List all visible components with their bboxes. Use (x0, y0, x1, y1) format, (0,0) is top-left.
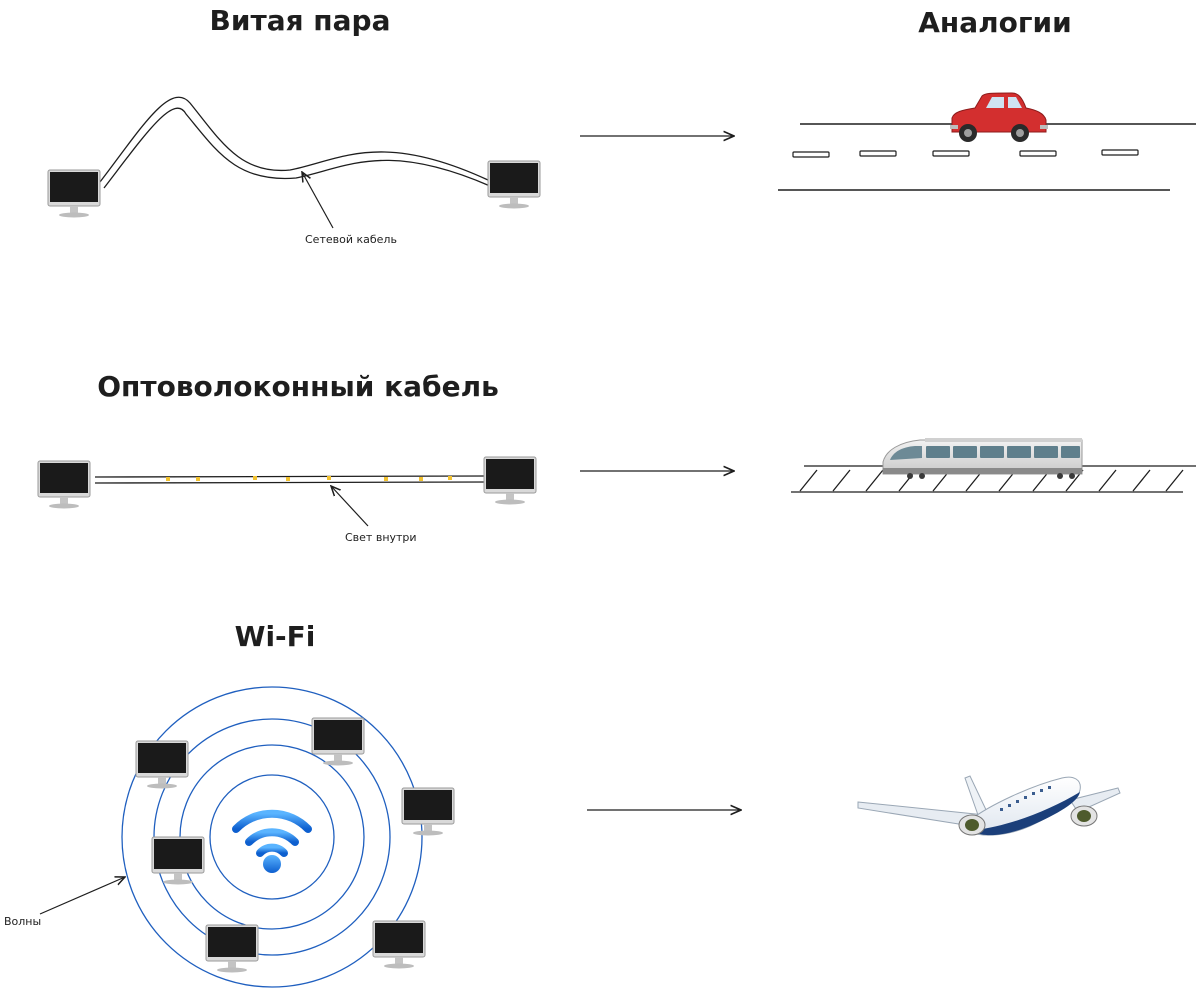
railway (791, 465, 1196, 493)
twisted-pair-section: Сетевой кабель (47, 96, 541, 246)
light-dots (166, 476, 452, 481)
monitor-icon (401, 787, 455, 836)
arrow-icon (302, 172, 334, 229)
title-analogies: Аналогии (918, 6, 1072, 39)
monitor-icon (483, 456, 537, 505)
cable (99, 96, 491, 189)
arrow-icon (39, 877, 125, 915)
label-network-cable: Сетевой кабель (305, 233, 397, 246)
monitor-icon (47, 169, 101, 218)
title-wifi: Wi-Fi (235, 620, 316, 653)
label-waves: Волны (4, 915, 41, 928)
label-light-inside: Свет внутри (345, 531, 417, 544)
fiber-section: Свет внутри (37, 456, 537, 544)
wifi-dot (263, 855, 281, 873)
road (778, 123, 1196, 191)
monitor-icon (205, 924, 259, 973)
monitor-icon (135, 740, 189, 789)
title-fiber: Оптоволоконный кабель (97, 370, 499, 403)
arrow-icon (331, 486, 369, 527)
airplane-icon (857, 775, 1121, 836)
wifi-icon (232, 809, 312, 857)
monitor-icon (151, 836, 205, 885)
title-twisted-pair: Витая пара (210, 4, 391, 37)
monitor-icon (37, 460, 91, 509)
monitor-icon (372, 920, 426, 969)
fiber-cable (94, 475, 489, 484)
car-icon (950, 92, 1048, 142)
wifi-section: Волны (4, 686, 455, 988)
train-icon (882, 438, 1083, 479)
monitor-icon (487, 160, 541, 209)
